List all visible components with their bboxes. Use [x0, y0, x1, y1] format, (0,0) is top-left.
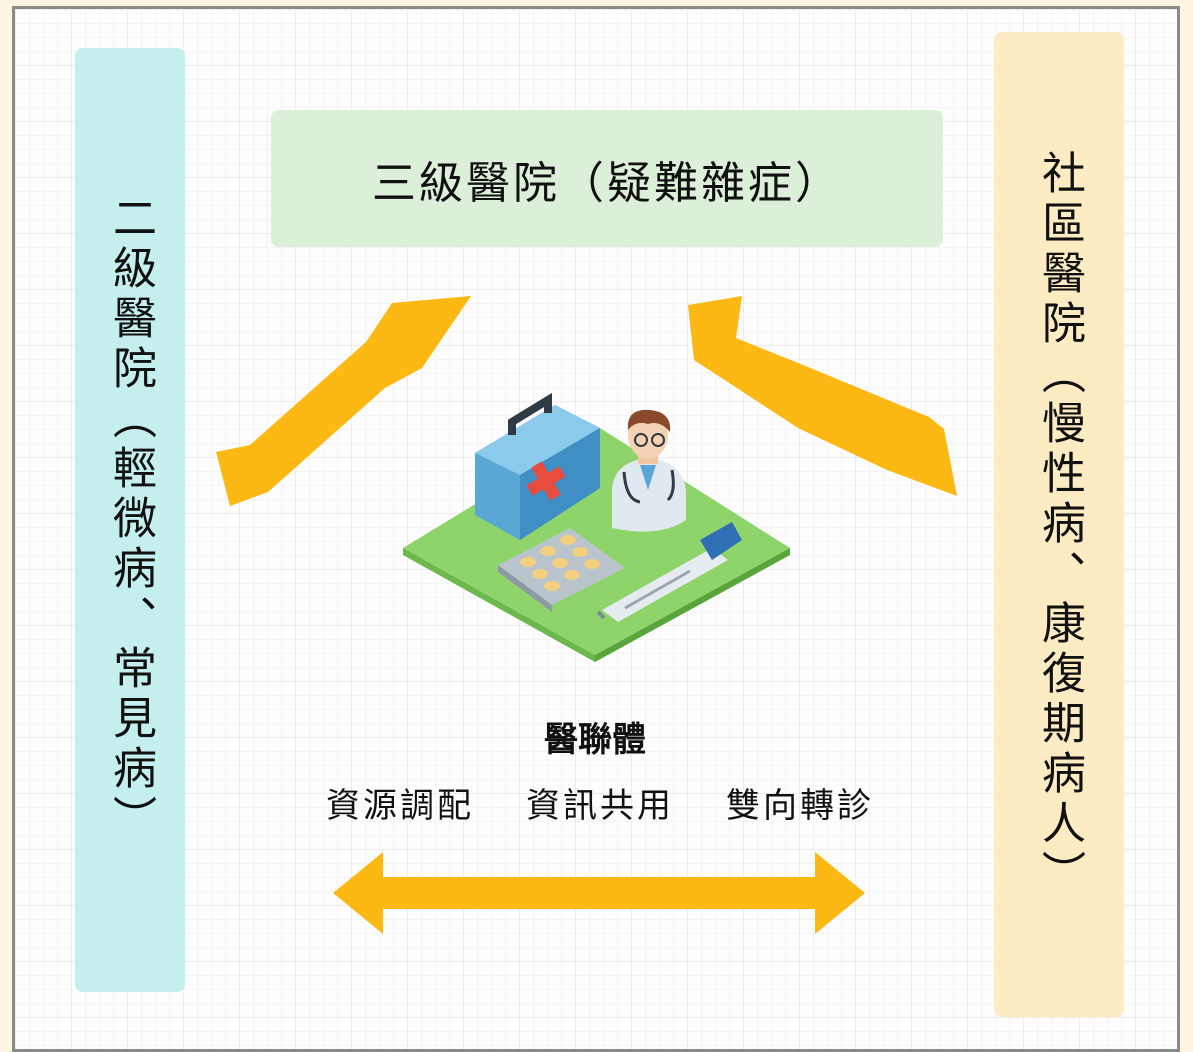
doctor-icon — [612, 409, 686, 532]
alliance-services: 資源調配 資訊共用 雙向轉診 — [240, 778, 960, 827]
secondary-hospital-box: 二級醫院（輕微病、常見病） — [75, 48, 185, 992]
community-hospital-box: 社區醫院（慢性病、康復期病人） — [994, 32, 1124, 1017]
arrow-top-right — [688, 296, 957, 496]
arrow-bottom — [333, 852, 865, 934]
first-aid-kit-icon — [475, 392, 600, 540]
service-two-way-referral: 雙向轉診 — [726, 786, 874, 826]
medical-illustration — [403, 392, 790, 662]
service-resource-allocation: 資源調配 — [326, 786, 474, 826]
alliance-title: 醫聯體 — [544, 720, 646, 760]
arrow-secondary-community-icon — [333, 852, 865, 934]
tertiary-hospital-box: 三級醫院（疑難雜症） — [271, 110, 943, 247]
pill-blister-icon — [498, 528, 625, 612]
thermometer-icon — [596, 522, 742, 622]
arrow-top-left — [216, 296, 471, 506]
ground-tile-icon — [403, 428, 790, 655]
community-hospital-label: 社區醫院（慢性病、康復期病人） — [1034, 149, 1085, 900]
arrow-tertiary-community-icon — [688, 296, 957, 496]
service-information-sharing: 資訊共用 — [526, 786, 674, 826]
arrow-secondary-tertiary-icon — [216, 296, 471, 506]
tertiary-hospital-label: 三級醫院（疑難雜症） — [372, 157, 842, 209]
secondary-hospital-label: 二級醫院（輕微病、常見病） — [105, 195, 156, 845]
